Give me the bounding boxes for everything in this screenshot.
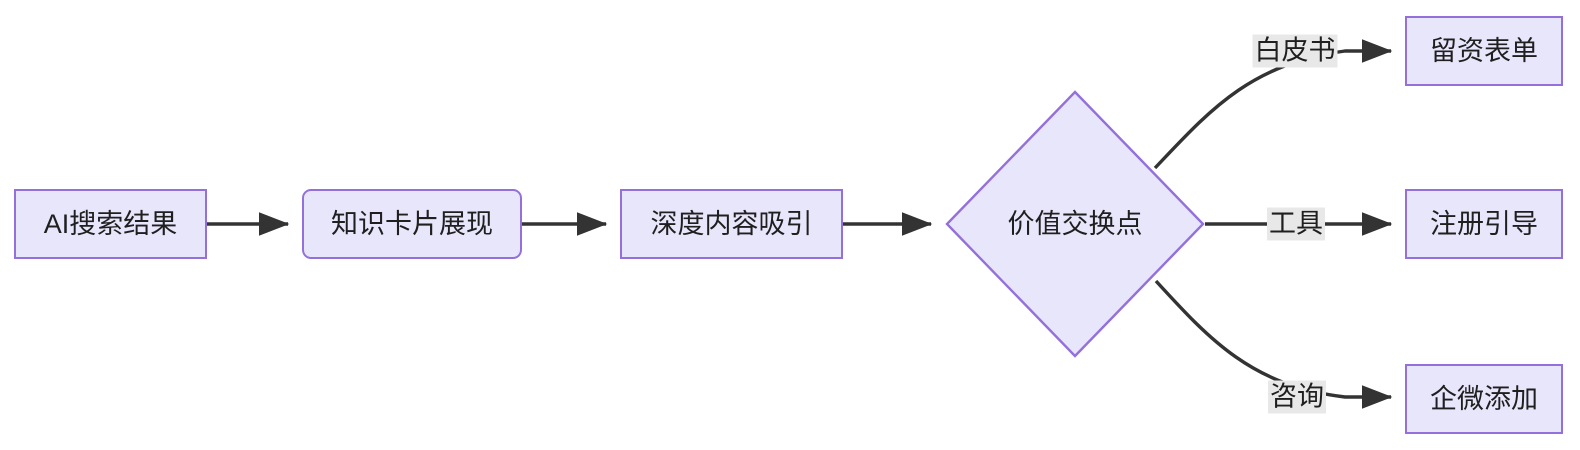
node-label: 企微添加 xyxy=(1430,383,1538,414)
node-deep-content-attraction[interactable]: 深度内容吸引 xyxy=(620,189,843,259)
node-label: AI搜索结果 xyxy=(43,208,178,239)
edge-label-tool: 工具 xyxy=(1267,207,1325,241)
node-registration-guide[interactable]: 注册引导 xyxy=(1405,189,1563,259)
node-label: 知识卡片展现 xyxy=(331,208,493,239)
node-wechat-work-add[interactable]: 企微添加 xyxy=(1405,364,1563,434)
node-label: 深度内容吸引 xyxy=(650,208,813,239)
edge-label-whitepaper: 白皮书 xyxy=(1252,34,1338,68)
node-ai-search-result[interactable]: AI搜索结果 xyxy=(14,189,207,259)
node-value-exchange-point[interactable]: 价值交换点 xyxy=(945,90,1205,358)
edge-label-consultation: 咨询 xyxy=(1268,380,1326,414)
node-label: 留资表单 xyxy=(1430,35,1538,66)
node-label: 注册引导 xyxy=(1430,208,1538,239)
node-label: 价值交换点 xyxy=(1007,208,1143,239)
node-knowledge-card-display[interactable]: 知识卡片展现 xyxy=(302,189,522,259)
diamond-shape xyxy=(945,90,1205,358)
node-lead-form[interactable]: 留资表单 xyxy=(1405,16,1563,86)
